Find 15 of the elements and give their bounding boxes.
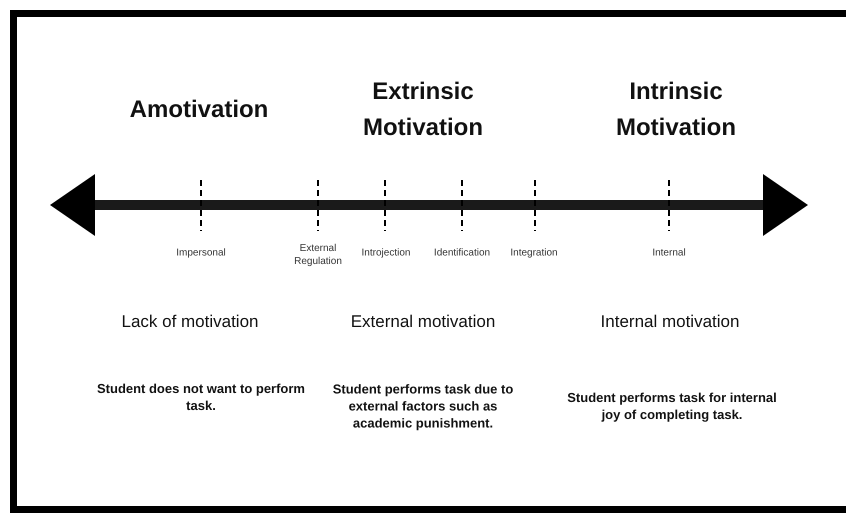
tick-label: External Regulation [293,242,343,268]
tick-label: Internal [651,246,687,260]
category-label: External motivation [350,310,496,333]
description: Student performs task due to external factors such as academic punishment. [332,382,514,432]
description: Student does not want to perform task. [96,381,306,415]
tick-label: Introjection [360,246,412,260]
description: Student performs task for internal joy of completing task. [567,390,777,424]
tick-label: Identification [432,246,492,260]
tick-label: Integration [509,246,559,260]
heading: Extrinsic Motivation [362,77,484,143]
heading: Intrinsic Motivation [615,77,737,143]
category-label: Internal motivation [600,310,740,333]
category-label: Lack of motivation [120,310,260,333]
heading: Amotivation [128,95,270,125]
tick-label: Impersonal [175,246,227,260]
